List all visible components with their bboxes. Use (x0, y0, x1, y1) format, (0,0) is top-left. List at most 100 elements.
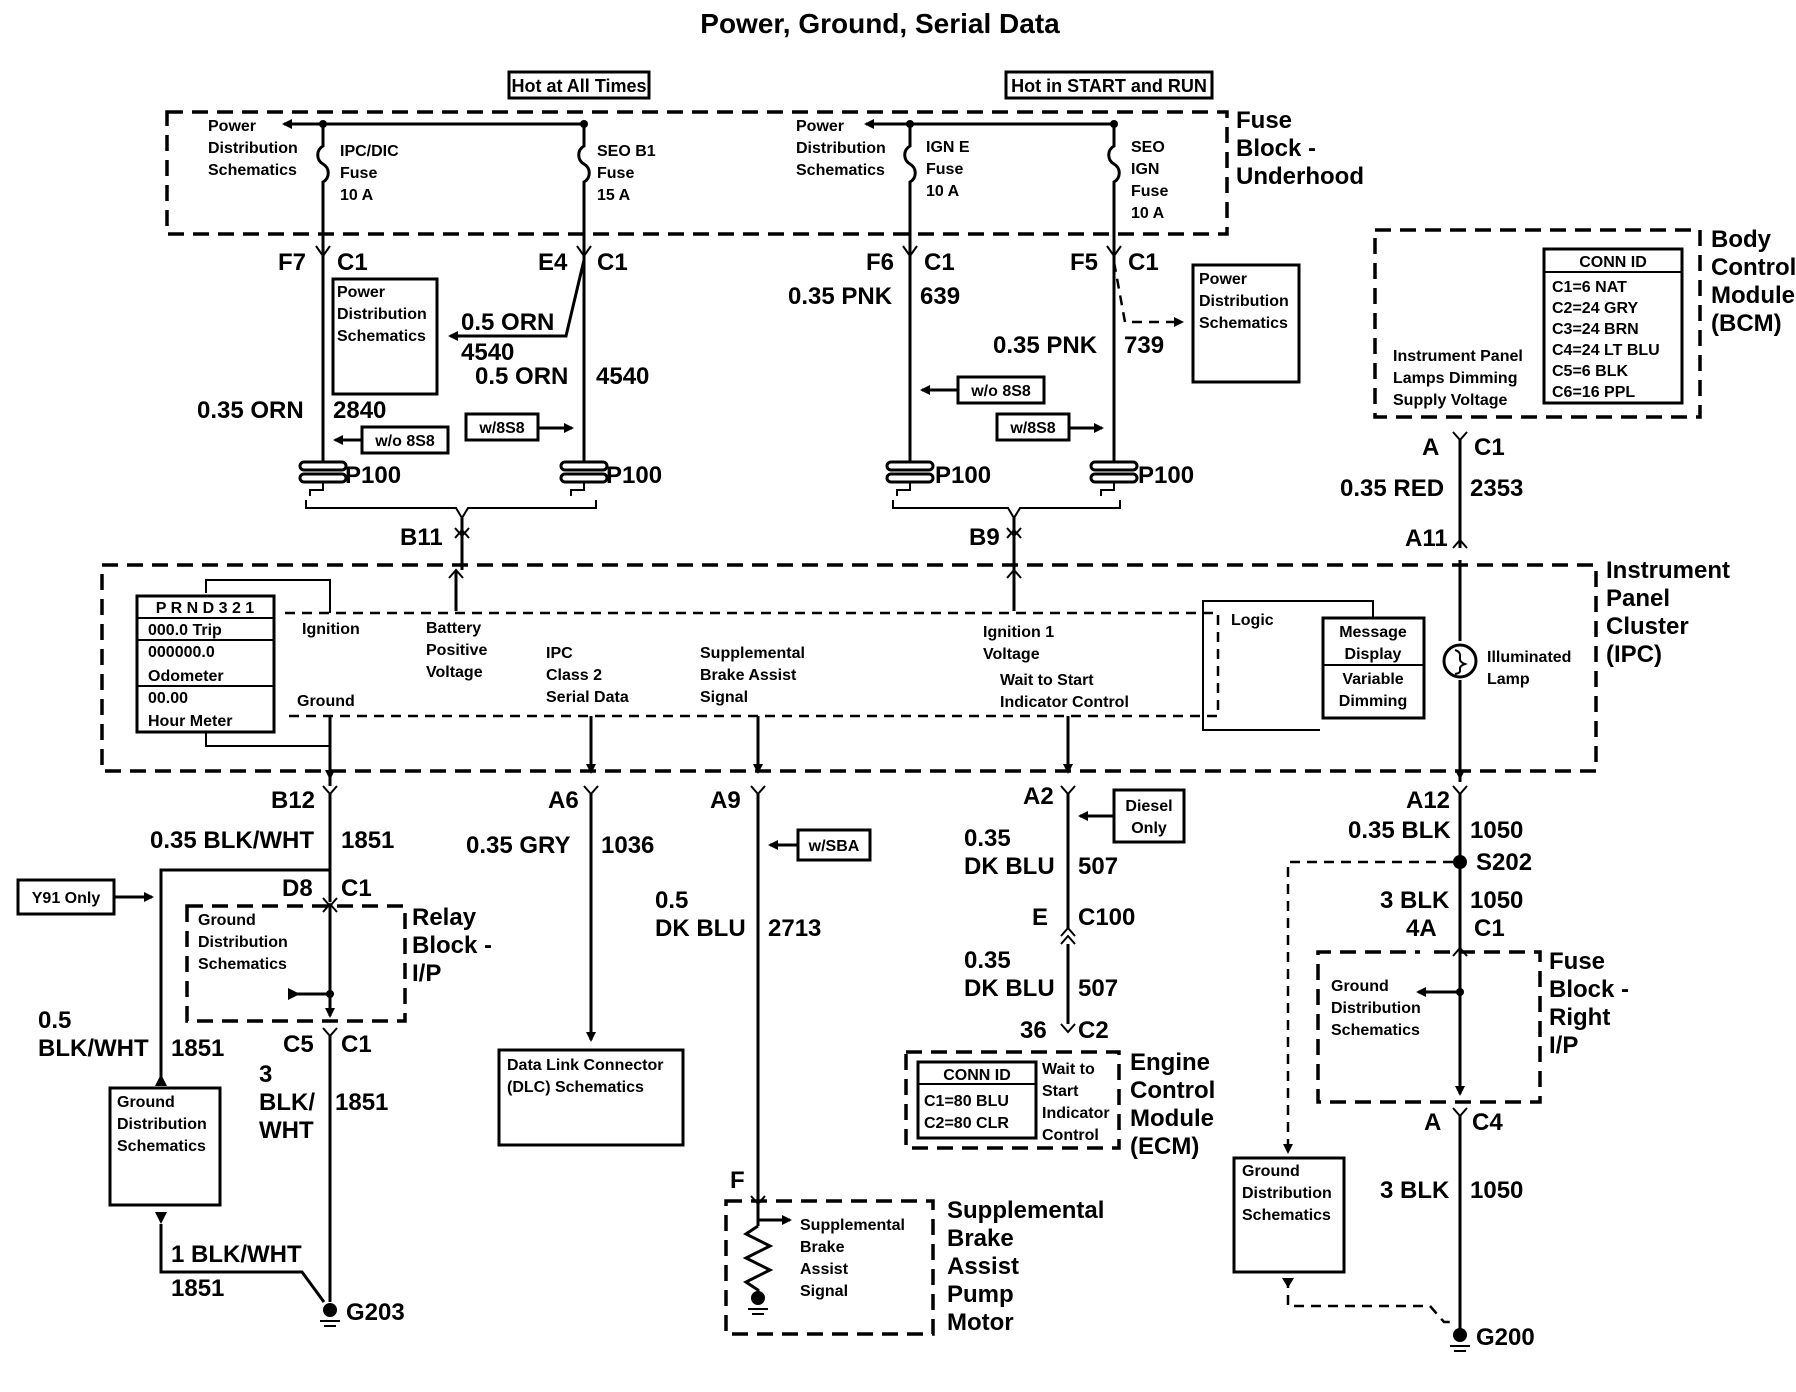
svg-text:Class 2: Class 2 (546, 667, 602, 684)
tag-w8s8-left: w/8S8 (464, 412, 574, 442)
svg-text:SEO B1: SEO B1 (597, 143, 656, 160)
svg-text:0.35 ORN: 0.35 ORN (197, 397, 304, 424)
svg-text:1851: 1851 (171, 1275, 224, 1302)
svg-text:0.35 PNK: 0.35 PNK (788, 283, 893, 310)
svg-text:CONN ID: CONN ID (943, 1067, 1011, 1084)
svg-text:Distribution: Distribution (117, 1116, 207, 1133)
brace-b9: B9 (892, 500, 1121, 570)
svg-text:Fuse: Fuse (1549, 948, 1605, 975)
svg-text:Engine: Engine (1130, 1049, 1210, 1076)
svg-text:Power: Power (337, 284, 385, 301)
svg-text:0.35 RED: 0.35 RED (1340, 475, 1444, 502)
svg-text:Supplemental: Supplemental (947, 1197, 1104, 1224)
svg-text:C1=6 NAT: C1=6 NAT (1552, 279, 1627, 296)
wire-2713: A9 0.5 DK BLU 2713 (655, 716, 821, 1200)
svg-text:Fuse: Fuse (597, 165, 634, 182)
connector-f7-c1: F7 C1 (278, 245, 368, 276)
p100-splice-2: P100 (559, 460, 662, 496)
svg-text:F: F (730, 1167, 745, 1194)
svg-text:A11: A11 (1405, 525, 1448, 552)
svg-text:Power: Power (1199, 271, 1247, 288)
wire-4540: 0.5 ORN 4540 0.5 ORN 4540 (448, 256, 649, 462)
fuse-ign-e: IGN E Fuse 10 A (903, 124, 970, 258)
svg-text:Odometer: Odometer (148, 668, 224, 685)
hot-in-start-run-label: Hot in START and RUN (1004, 70, 1214, 100)
wire-2353: A C1 0.35 RED 2353 A11 (1340, 431, 1523, 552)
svg-text:0.35: 0.35 (964, 825, 1011, 852)
sba-pump-motor: F Supplemental Brake Assist Signal Suppl… (724, 1167, 1104, 1336)
svg-text:w/o 8S8: w/o 8S8 (374, 433, 435, 450)
svg-text:Signal: Signal (700, 689, 748, 706)
svg-text:Panel: Panel (1606, 585, 1670, 612)
wire-1851: B12 0.35 BLK/WHT 1851 (150, 716, 394, 902)
svg-text:1851: 1851 (335, 1089, 388, 1116)
svg-text:E: E (1032, 904, 1048, 931)
svg-text:C1: C1 (597, 249, 628, 276)
svg-text:Variable: Variable (1342, 671, 1403, 688)
instrument-panel-cluster: Instrument Panel Cluster (IPC) P R N D 3… (100, 557, 1730, 782)
svg-text:B9: B9 (969, 524, 1000, 551)
svg-text:A2: A2 (1023, 783, 1054, 810)
svg-text:2713: 2713 (768, 915, 821, 942)
svg-text:Schematics: Schematics (1242, 1207, 1331, 1224)
svg-text:3 BLK: 3 BLK (1380, 1177, 1450, 1204)
svg-text:C3=24 BRN: C3=24 BRN (1552, 321, 1639, 338)
svg-text:Body: Body (1711, 226, 1772, 253)
svg-text:C6=16 PPL: C6=16 PPL (1552, 384, 1635, 401)
svg-text:Schematics: Schematics (208, 162, 297, 179)
svg-text:Supplemental: Supplemental (800, 1217, 905, 1234)
connector-f5-c1: F5 C1 (1070, 245, 1159, 276)
svg-text:Message: Message (1339, 624, 1407, 641)
relay-block-ip: D8 C1 Ground Distribution Schematics Rel… (185, 875, 492, 1058)
wire-739: 0.35 PNK 739 (993, 256, 1184, 462)
svg-text:Indicator Control: Indicator Control (1000, 694, 1129, 711)
svg-text:C1: C1 (1474, 915, 1505, 942)
svg-text:Fuse: Fuse (926, 161, 963, 178)
wire-1050-to-g200: A C4 3 BLK 1050 (1380, 1107, 1523, 1330)
svg-text:15 A: 15 A (597, 187, 631, 204)
svg-text:CONN ID: CONN ID (1579, 254, 1647, 271)
svg-text:10 A: 10 A (340, 187, 374, 204)
svg-text:1050: 1050 (1470, 887, 1523, 914)
body-control-module: Body Control Module (BCM) CONN ID C1=6 N… (1373, 226, 1796, 419)
svg-text:(DLC) Schematics: (DLC) Schematics (507, 1079, 644, 1096)
svg-text:Illuminated: Illuminated (1487, 649, 1571, 666)
svg-text:Battery: Battery (426, 620, 481, 637)
svg-text:BLK/WHT: BLK/WHT (38, 1035, 149, 1062)
wire-507: A2 0.35 DK BLU 507 E C100 0.35 DK BLU 50… (964, 716, 1135, 1044)
svg-text:0.5 ORN: 0.5 ORN (475, 363, 568, 390)
svg-text:Brake: Brake (947, 1225, 1014, 1252)
ground-g200: G200 (1450, 1324, 1535, 1352)
brace-b11: B11 (305, 500, 597, 570)
svg-text:000.0 Trip: 000.0 Trip (148, 622, 222, 639)
svg-text:Ground: Ground (1242, 1163, 1300, 1180)
fuse-block-right-ip: Ground Distribution Schematics Fuse Bloc… (1316, 948, 1629, 1104)
svg-text:3: 3 (259, 1061, 272, 1088)
svg-text:S202: S202 (1476, 849, 1532, 876)
svg-text:C4: C4 (1472, 1109, 1503, 1136)
svg-text:Module: Module (1711, 282, 1795, 309)
svg-text:A: A (1424, 1109, 1441, 1136)
wire-1851-y91: 0.5 BLK/WHT 1851 (38, 868, 330, 1086)
svg-text:Distribution: Distribution (796, 140, 886, 157)
svg-text:0.35: 0.35 (964, 947, 1011, 974)
svg-text:1050: 1050 (1470, 817, 1523, 844)
power-distribution-box-left: Power Distribution Schematics (331, 277, 439, 396)
svg-text:B11: B11 (400, 524, 443, 551)
wire-639: 0.35 PNK 639 (788, 256, 960, 462)
svg-text:C4=24 LT BLU: C4=24 LT BLU (1552, 342, 1660, 359)
svg-text:F6: F6 (866, 249, 894, 276)
svg-text:SEO: SEO (1131, 139, 1165, 156)
svg-text:E4: E4 (538, 249, 568, 276)
svg-text:Right: Right (1549, 1004, 1610, 1031)
svg-text:36: 36 (1020, 1017, 1047, 1044)
svg-text:Fuse: Fuse (340, 165, 377, 182)
svg-text:0.5: 0.5 (38, 1007, 71, 1034)
svg-text:C1: C1 (1474, 434, 1505, 461)
svg-text:DK BLU: DK BLU (655, 915, 746, 942)
svg-text:0.35 GRY: 0.35 GRY (466, 832, 571, 859)
svg-text:A6: A6 (548, 787, 579, 814)
svg-text:00.00: 00.00 (148, 690, 188, 707)
fuse-ipc-dic: IPC/DIC Fuse 10 A (316, 124, 399, 258)
tag-wsba: w/SBA (768, 828, 872, 862)
